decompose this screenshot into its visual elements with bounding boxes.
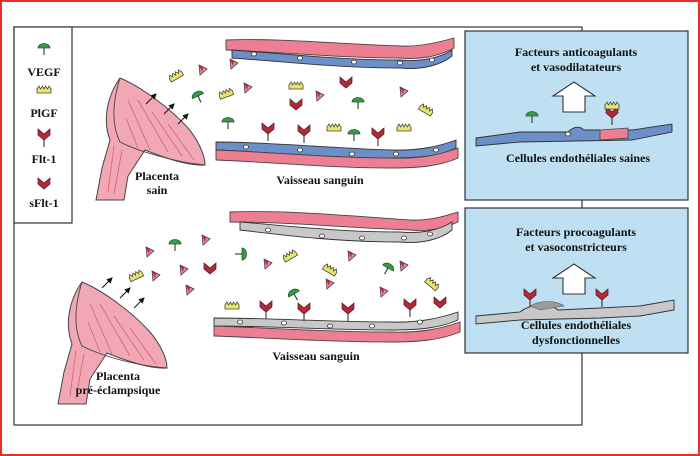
arrows-preeclamptic xyxy=(101,277,145,309)
vessel-preeclamptic-label: Vaisseau sanguin xyxy=(272,349,360,363)
box-healthy-caption: Cellules endothéliales saines xyxy=(506,151,650,165)
box-preeclamptic: Facteurs procoagulants et vasoconstricte… xyxy=(464,207,689,354)
up-arrow-icon xyxy=(551,81,597,113)
box-preeclamptic-caption-1: Cellules endothéliales xyxy=(521,318,632,332)
vessel-preeclamptic xyxy=(213,211,461,343)
box-healthy-title-1: Facteurs anticoagulants xyxy=(515,45,638,59)
legend-label-vegf: VEGF xyxy=(27,65,60,79)
legend-item-sflt1: sFlt-1 xyxy=(29,177,59,210)
legend-box xyxy=(13,26,73,224)
legend-item-vegf: VEGF xyxy=(27,42,61,79)
placenta-healthy-label-2: sain xyxy=(147,183,168,197)
box-preeclamptic-caption-2: dysfonctionnelles xyxy=(532,333,620,347)
legend-item-plgf: PlGF xyxy=(30,85,58,120)
legend-label-sflt1: sFlt-1 xyxy=(29,196,58,210)
up-arrow-icon-2 xyxy=(551,263,597,295)
arrows-healthy xyxy=(145,93,189,125)
vessel-healthy-label: Vaisseau sanguin xyxy=(276,173,364,187)
placenta-preeclamptic: Placenta pré-éclampsique xyxy=(57,281,168,405)
box-healthy: Facteurs anticoagulants et vasodilatateu… xyxy=(464,30,689,201)
vessel-healthy xyxy=(215,37,459,169)
legend-item-flt1: Flt-1 xyxy=(32,128,57,166)
placenta-preeclamptic-label-2: pré-éclampsique xyxy=(76,383,161,397)
placenta-healthy: Placenta sain xyxy=(95,77,206,201)
placenta-healthy-label-1: Placenta xyxy=(135,169,179,183)
box-preeclamptic-title-2: et vasoconstricteurs xyxy=(525,240,627,254)
box-healthy-title-2: et vasodilatateurs xyxy=(531,60,622,74)
legend-label-flt1: Flt-1 xyxy=(32,152,57,166)
box-preeclamptic-title-1: Facteurs procoagulants xyxy=(516,225,636,239)
legend-label-plgf: PlGF xyxy=(30,106,57,120)
placenta-preeclamptic-label-1: Placenta xyxy=(96,369,140,383)
